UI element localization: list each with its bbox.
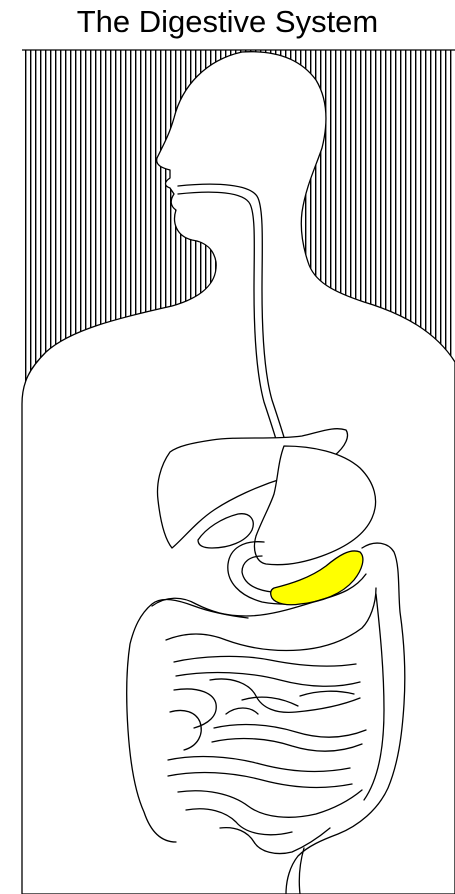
digestive-system-diagram xyxy=(0,46,455,894)
diagram-title: The Digestive System xyxy=(0,0,455,46)
